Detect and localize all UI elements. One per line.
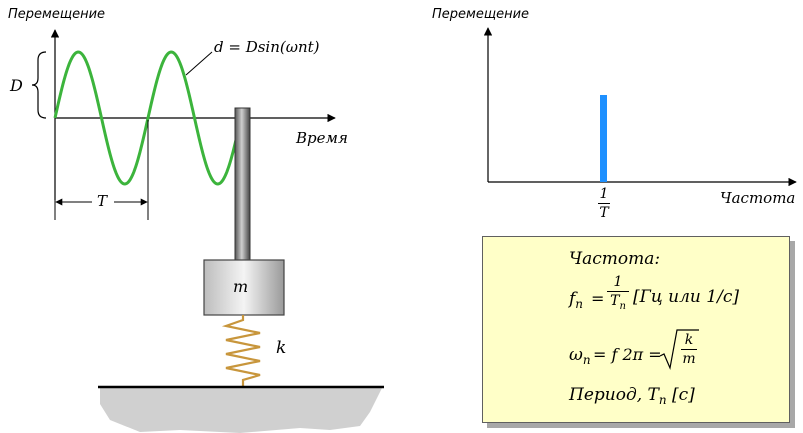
f-eq: = (591, 289, 605, 308)
spring (221, 315, 261, 386)
f-numerator: 1 (613, 274, 623, 290)
left-x-axis-label: Время (296, 129, 348, 147)
tick-numerator: 1 (599, 186, 609, 202)
spring-label: k (276, 338, 287, 358)
ground-hatch (100, 388, 382, 433)
f-units: [Гц или 1/с] (633, 287, 739, 307)
left-y-axis-label: Перемещение (8, 7, 106, 22)
tick-fraction: 1 T (598, 187, 610, 220)
w-eq: = f 2π = (593, 345, 662, 364)
mass-label: m (233, 277, 249, 296)
right-x-axis-label: Частота (720, 189, 796, 207)
mass-block (203, 259, 285, 316)
w-denominator: m (681, 349, 697, 367)
w-fraction: k m (681, 333, 697, 366)
f-denominator: Tn (607, 291, 629, 312)
right-y-axis-label: Перемещение (432, 7, 530, 22)
equation-label: d = Dsin(ωnt) (214, 38, 320, 56)
period-label: T (97, 192, 108, 210)
period-formula: Период, Tn [с] (569, 385, 695, 407)
sqrt-sign (659, 329, 699, 371)
f-lhs: fn (569, 289, 584, 311)
frequency-bar (600, 95, 607, 182)
amplitude-label: D (10, 76, 23, 95)
tick-denominator: T (598, 203, 610, 221)
formula-title: Частота: (569, 249, 661, 269)
formula-box: Частота: fn = 1 Tn [Гц или 1/с] ωn = f 2… (482, 236, 790, 423)
f-fraction: 1 Tn (607, 275, 629, 312)
amplitude-brace (31, 51, 47, 119)
equation-leader (185, 51, 213, 76)
w-numerator: k (684, 332, 694, 348)
sine-wave (53, 50, 238, 186)
rod (234, 107, 251, 261)
w-lhs: ωn (569, 345, 591, 367)
